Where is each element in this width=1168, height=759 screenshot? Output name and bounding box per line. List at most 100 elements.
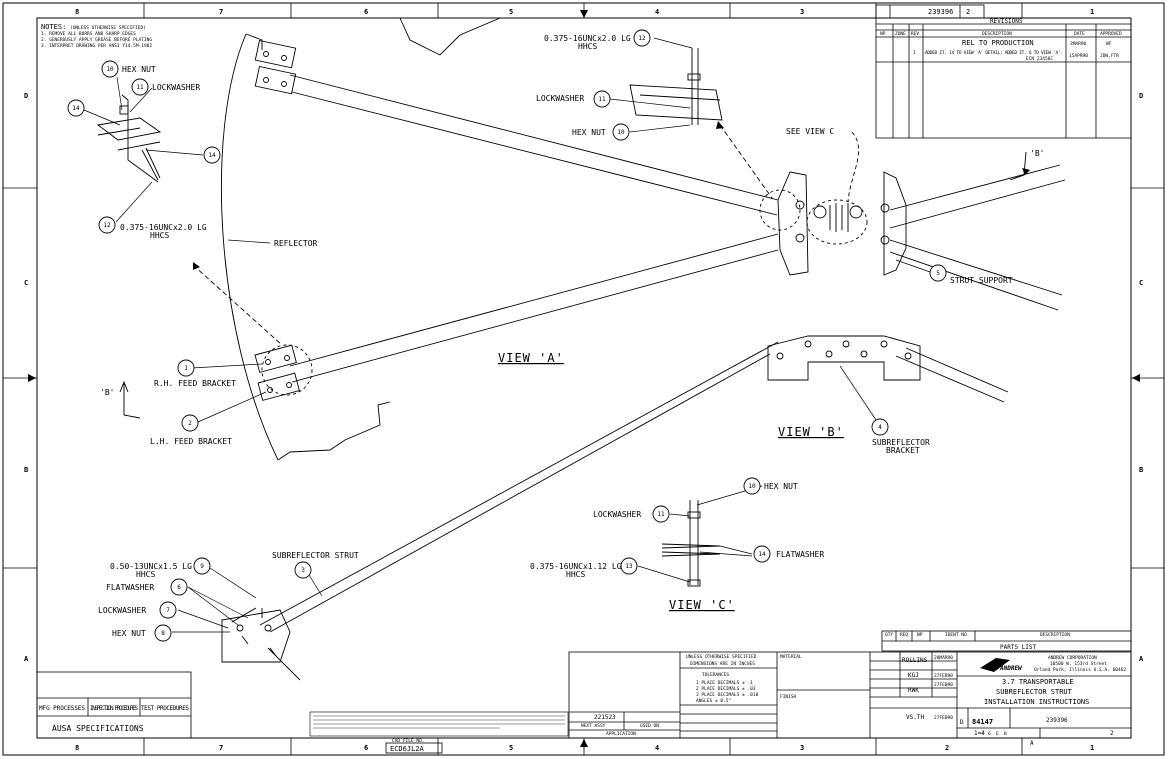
label-section-b-left: 'B' bbox=[100, 388, 114, 397]
balloon-5: 5 bbox=[936, 270, 940, 277]
label-hex-nut-b: HEX NUT bbox=[572, 128, 606, 137]
rev-row2-date: 15APR90 bbox=[1069, 53, 1088, 59]
zone-col-1-bottom: 1 bbox=[1090, 744, 1094, 752]
zone-row-d-left: D bbox=[24, 92, 28, 100]
zone-row-d-right: D bbox=[1139, 92, 1143, 100]
rev-doc-number: 239396 bbox=[928, 8, 953, 16]
zone-col-8-top: 8 bbox=[75, 8, 79, 16]
tb-eng-by: RWK bbox=[908, 687, 919, 694]
label-rh-feed-bracket: R.H. FEED BRACKET bbox=[154, 379, 236, 388]
tb-used-on: USED ON bbox=[640, 723, 659, 729]
rev-row1-date: 3MAR90 bbox=[1070, 41, 1087, 47]
tb-tol-line-1: 1 PLACE DECIMALS ± .1 bbox=[696, 680, 753, 686]
tb-title-line-3: INSTALLATION INSTRUCTIONS bbox=[984, 698, 1089, 706]
parts-header-qty: QTY bbox=[885, 632, 893, 638]
tb-cad-file: ECD6JL2A bbox=[390, 745, 425, 753]
label-hex-nut-c: HEX NUT bbox=[764, 482, 798, 491]
tb-bottom-rev: A bbox=[1030, 740, 1034, 747]
hardware-detail-top-left bbox=[96, 94, 162, 183]
label-hhcs-a: HHCS bbox=[150, 231, 169, 240]
tb-company-line-2: 10500 W. 153rd Street bbox=[1050, 661, 1107, 667]
tb-size: D bbox=[960, 719, 964, 726]
rev-header-rev: REV bbox=[911, 31, 919, 37]
tb-scale: 1=4 bbox=[974, 730, 985, 737]
label-subreflector-bracket-1: SUBREFLECTOR bbox=[872, 438, 930, 447]
balloon-13: 13 bbox=[625, 563, 633, 570]
balloon-8: 8 bbox=[161, 630, 165, 637]
section-b-arrow-right bbox=[1009, 151, 1027, 181]
tb-next-assy: NEXT ASSY bbox=[581, 723, 606, 729]
view-a-title: VIEW 'A' bbox=[498, 351, 564, 365]
label-hex-nut-d: HEX NUT bbox=[112, 629, 146, 638]
rev-row1-description: REL TO PRODUCTION bbox=[962, 39, 1034, 47]
view-b-drawing bbox=[259, 335, 1009, 633]
tb-sheet: 2 bbox=[1110, 730, 1114, 737]
view-c-title: VIEW 'C' bbox=[669, 598, 735, 612]
zone-col-1-top: 1 bbox=[1090, 8, 1094, 16]
tb-tol-line-4: ANGLES ± 0.5° bbox=[696, 698, 732, 704]
zone-col-5-bottom: 5 bbox=[509, 744, 513, 752]
label-hex-nut-a: HEX NUT bbox=[122, 65, 156, 74]
label-hhcs-c: HHCS bbox=[566, 570, 585, 579]
tb-finish: FINISH bbox=[780, 694, 797, 700]
rev-row1-approved: WF bbox=[1106, 41, 1112, 47]
zone-col-2-bottom: 2 bbox=[945, 744, 949, 752]
label-hhcs-375-2-a: 0.375-16UNCx2.0 LG bbox=[120, 223, 207, 232]
balloon-10-b: 10 bbox=[617, 129, 625, 136]
rev-row2-approved: JDW,FTR bbox=[1100, 53, 1119, 59]
parts-list-block bbox=[881, 630, 1132, 652]
parts-header-req: REQ bbox=[900, 632, 908, 638]
notes-heading: NOTES: bbox=[41, 23, 66, 31]
balloon-10-a: 10 bbox=[106, 66, 114, 73]
balloon-3: 3 bbox=[301, 567, 305, 574]
zone-row-a-right: A bbox=[1139, 655, 1144, 663]
rev-title: REVISIONS bbox=[990, 18, 1023, 25]
tb-cad-label: CAD FILE NO. bbox=[392, 738, 425, 744]
tb-title-line-1: 3.7 TRANSPORTABLE bbox=[1002, 678, 1074, 686]
tb-dims: DIMENSIONS ARE IN INCHES bbox=[690, 661, 755, 667]
process-footer: AUSA SPECIFICATIONS bbox=[52, 724, 144, 733]
company-logo: ANDREW bbox=[980, 658, 1023, 672]
upper-strut bbox=[289, 74, 779, 216]
rev-header-approved: APPROVED bbox=[1100, 31, 1122, 37]
process-header-mfg: MFG PROCESSES bbox=[39, 705, 85, 712]
rev-header-zone: ZONE bbox=[895, 31, 906, 37]
tb-next-assy-no: 221523 bbox=[594, 714, 616, 721]
balloon-14-b: 14 bbox=[208, 152, 216, 159]
balloon-7: 7 bbox=[166, 607, 170, 614]
label-strut-support: STRUT SUPPORT bbox=[950, 276, 1013, 285]
balloon-2: 2 bbox=[188, 420, 192, 427]
tb-bottom-cell-2: E bbox=[996, 731, 999, 737]
notes-qualifier: (UNLESS OTHERWISE SPECIFIED) bbox=[70, 25, 146, 31]
label-reflector: REFLECTOR bbox=[274, 239, 318, 248]
label-lh-feed-bracket: L.H. FEED BRACKET bbox=[150, 437, 232, 446]
zone-col-7-bottom: 7 bbox=[219, 744, 223, 752]
rev-header-np: NP bbox=[880, 31, 886, 37]
cad-file-box bbox=[385, 742, 443, 754]
parts-list-title: PARTS LIST bbox=[1000, 644, 1037, 651]
label-hhcs-b: HHCS bbox=[578, 42, 597, 51]
tb-bottom-cell-3: B bbox=[1004, 731, 1007, 737]
balloon-11-a: 11 bbox=[136, 84, 144, 91]
process-block bbox=[36, 671, 192, 739]
tb-eng-date: 27FEB90 bbox=[934, 682, 953, 688]
balloon-1: 1 bbox=[184, 365, 188, 372]
strut-attach-detail bbox=[221, 607, 301, 681]
tb-application: APPLICATION bbox=[606, 731, 636, 737]
label-subreflector-bracket-2: BRACKET bbox=[886, 446, 920, 455]
label-subreflector-strut: SUBREFLECTOR STRUT bbox=[272, 551, 359, 560]
tb-material: MATERIAL bbox=[780, 654, 802, 660]
balloon-12-a: 12 bbox=[103, 222, 111, 229]
notice-block bbox=[309, 711, 569, 737]
zone-col-6-bottom: 6 bbox=[364, 744, 368, 752]
tb-vs-date: 27FEB90 bbox=[934, 715, 953, 721]
inner-border bbox=[36, 17, 1132, 739]
note-line-3: 3. INTERPRET DRAWING PER ANSI Y14.5M-198… bbox=[41, 43, 152, 49]
zone-col-3-bottom: 3 bbox=[800, 744, 804, 752]
zone-row-c-left: C bbox=[24, 279, 28, 287]
tb-bottom-cell-1: 6 bbox=[988, 731, 991, 737]
hardware-detail-top-center bbox=[629, 48, 723, 125]
rev-header-date: DATE bbox=[1074, 31, 1085, 37]
